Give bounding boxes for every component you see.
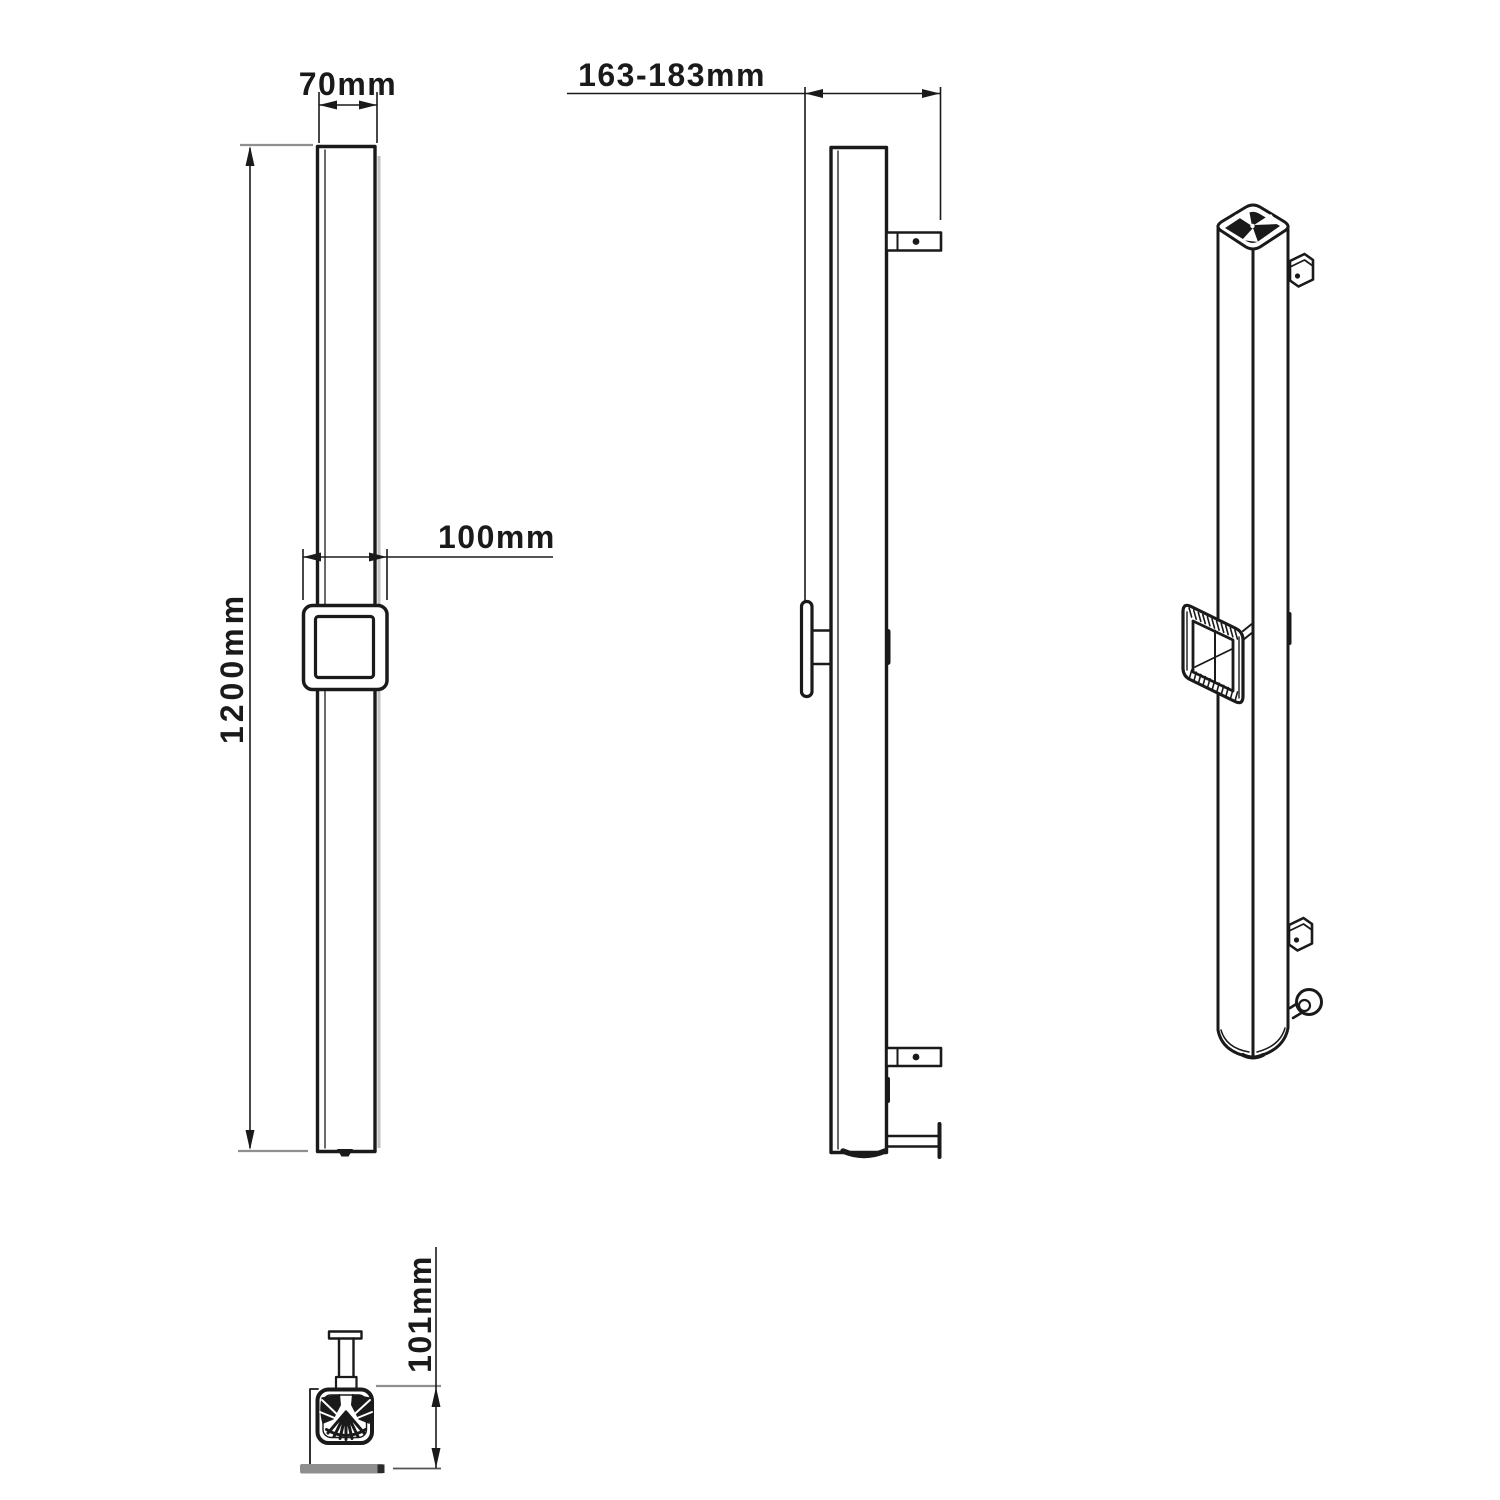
iso-post-bottom-inner	[1220, 1027, 1286, 1053]
iso-post-tab	[1287, 612, 1292, 645]
bottom-handle-front-end	[377, 1464, 385, 1473]
side-lower-bracket	[885, 1046, 943, 1068]
bracket-screw-hole	[912, 1053, 920, 1061]
arrow-right-icon	[922, 89, 940, 98]
front-height-dimension: 1200mm	[214, 143, 313, 1153]
arrow-left-icon	[319, 100, 337, 110]
bottom-handle-side-line	[309, 1388, 319, 1468]
arrow-up-icon	[431, 1387, 441, 1407]
bottom-view: 101mm	[300, 1247, 441, 1474]
front-handle-width-label: 100mm	[438, 519, 556, 555]
front-width-label: 70mm	[299, 66, 398, 102]
iso-lower-bracket	[1287, 916, 1314, 952]
iso-handle-top-hatching	[1188, 607, 1239, 640]
bottom-depth-dimension: 101mm	[376, 1247, 441, 1470]
bottom-depth-label: 101mm	[402, 1255, 438, 1373]
side-floor-pin	[885, 1122, 942, 1159]
side-handle	[799, 599, 833, 699]
section-fan-ribs	[326, 1410, 366, 1441]
bracket-screw-hole	[1293, 937, 1300, 943]
iso-handle-connector	[1242, 622, 1254, 641]
side-wall-distance-dimension: 163-183mm	[567, 57, 942, 601]
side-view: 163-183mm	[567, 57, 943, 1159]
side-wall-distance-label: 163-183mm	[578, 57, 766, 93]
front-height-label: 1200mm	[214, 592, 250, 744]
front-width-dimension: 70mm	[299, 66, 398, 143]
side-handle-plate	[799, 599, 814, 699]
front-handle-inner	[313, 614, 376, 680]
iso-cap-pattern-highlight	[1235, 210, 1279, 242]
side-post-lower-tab	[885, 1077, 890, 1103]
front-view: 70mm 1200mm 100mm	[214, 66, 556, 1157]
isometric-view	[1181, 203, 1323, 1060]
arrow-right-icon	[369, 552, 387, 562]
arrow-left-icon	[303, 552, 321, 562]
front-post-bottom-notch	[337, 1149, 353, 1157]
side-post-outline	[829, 145, 889, 1155]
arrow-right-icon	[359, 100, 377, 110]
arrow-up-icon	[245, 146, 255, 166]
iso-handle-bottom-hatching	[1188, 669, 1239, 702]
arrow-down-icon	[245, 1130, 255, 1150]
iso-upper-bracket	[1288, 252, 1315, 288]
arrow-left-icon	[805, 89, 823, 98]
iso-handle-arm	[1194, 648, 1233, 668]
side-upper-bracket	[885, 231, 943, 252]
bracket-screw-hole	[912, 238, 920, 245]
side-post-bottom-shadow	[840, 1148, 888, 1159]
arrow-down-icon	[431, 1448, 441, 1468]
bottom-post-section	[315, 1387, 374, 1445]
iso-handle	[1181, 603, 1254, 705]
section-rib-slits	[319, 1399, 373, 1423]
bracket-screw-hole	[1294, 273, 1301, 279]
bottom-wall-stem	[327, 1330, 363, 1390]
bottom-handle-front-bar	[300, 1464, 384, 1474]
iso-post-bottom-mark	[1241, 1053, 1265, 1060]
section-fan-arc	[325, 1428, 367, 1437]
front-handle-width-dimension: 100mm	[302, 519, 556, 600]
iso-floor-pin	[1288, 988, 1323, 1020]
iso-post-right-edge	[1254, 227, 1290, 1059]
iso-top-cap	[1216, 203, 1290, 251]
side-post-tab	[885, 629, 891, 665]
